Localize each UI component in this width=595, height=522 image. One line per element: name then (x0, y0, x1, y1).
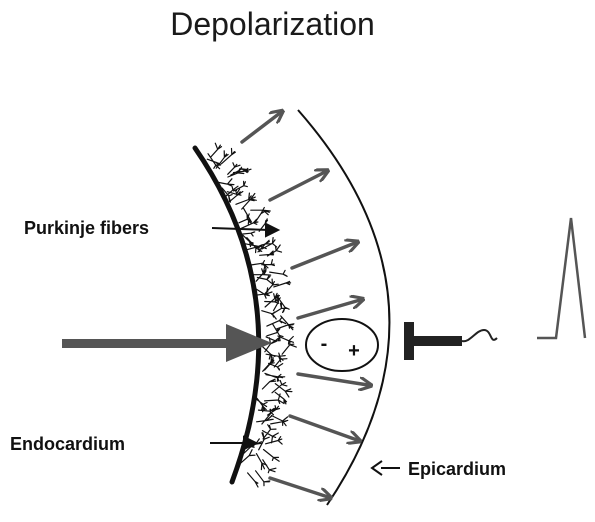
epicardium-pointer-head (370, 460, 383, 476)
diagram-title: Depolarization (170, 6, 375, 42)
endocardium-wall (192, 145, 262, 485)
depolarization-arrow (268, 476, 328, 497)
electrode-icon (404, 322, 498, 360)
dipole-positive-sign: + (348, 340, 360, 362)
epicardium-wall (297, 109, 391, 506)
depolarization-arrow (296, 372, 368, 385)
dipole-ellipse (305, 318, 379, 372)
endocardium-pointer-head (243, 435, 259, 451)
endocardium-label: Endocardium (10, 434, 125, 454)
epicardium-label: Epicardium (408, 459, 506, 479)
purkinje-pointer (211, 227, 271, 231)
purkinje-pointer-head (265, 222, 281, 238)
ecg-positive-deflection (537, 217, 587, 340)
purkinje-fiber-branches (206, 142, 297, 488)
depolarization-arrow (288, 414, 357, 440)
depolarization-arrow (290, 243, 355, 270)
depolarization-arrow (268, 172, 325, 202)
dipole-negative-sign: - (321, 333, 328, 355)
depolarization-arrows (240, 113, 368, 497)
purkinje-fiber-network (206, 142, 297, 488)
purkinje-fibers-label: Purkinje fibers (24, 218, 149, 238)
depolarization-arrow (240, 113, 280, 144)
incoming-impulse-arrow (62, 324, 272, 362)
depolarization-arrow (296, 300, 360, 320)
